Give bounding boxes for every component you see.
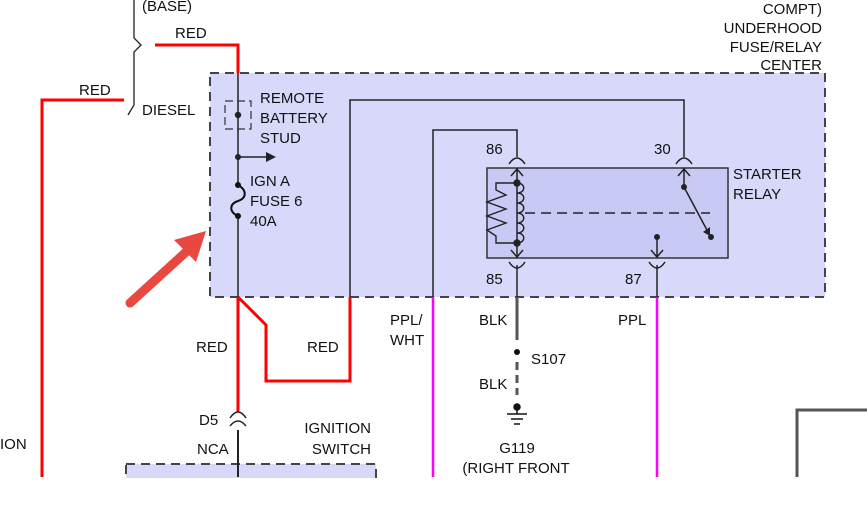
label-red-top: RED	[175, 25, 207, 42]
fuse-label: 40A	[250, 213, 277, 230]
label-base: (BASE)	[142, 0, 192, 15]
red-wires	[40, 43, 352, 477]
label-ppl-wht: PPL/	[390, 312, 423, 329]
red-arrow-icon	[125, 231, 206, 308]
connector-d5-icon	[229, 411, 247, 427]
remote-stud-label: STUD	[260, 130, 301, 147]
ignition-switch-label: SWITCH	[312, 441, 371, 458]
option-bracket	[127, 0, 142, 116]
label-d5: D5	[199, 412, 218, 429]
ground-label: G119	[499, 440, 535, 457]
remote-battery-stud-icon	[224, 100, 252, 130]
coil-icon	[484, 179, 710, 247]
fuse-label: FUSE 6	[250, 193, 303, 210]
label-diesel: DIESEL	[142, 102, 195, 119]
pin-86: 86	[486, 141, 503, 158]
ground-label: (RIGHT FRONT	[462, 460, 569, 477]
relay-label: STARTER	[733, 166, 802, 183]
ground-symbol-icon	[507, 403, 527, 425]
relay-label: RELAY	[733, 186, 781, 203]
label-ppl: PPL	[618, 312, 646, 329]
internal-wires	[237, 73, 685, 477]
label-s107: S107	[531, 351, 566, 368]
label-ppl-wht: WHT	[390, 332, 424, 349]
label-blk-1: BLK	[479, 312, 507, 329]
center-title-line: FUSE/RELAY	[730, 39, 822, 56]
arrow-right-icon	[266, 152, 276, 162]
label-ion: ION	[0, 436, 27, 453]
label-blk-2: BLK	[479, 376, 507, 393]
wire-red-left	[40, 98, 124, 477]
remote-stud-label: REMOTE	[260, 90, 324, 107]
label-red-left: RED	[79, 82, 111, 99]
label-red-below-1: RED	[196, 339, 228, 356]
ignition-switch-label: IGNITION	[304, 420, 371, 437]
pin-30: 30	[654, 141, 671, 158]
switch-contact-icon	[654, 184, 714, 240]
label-nca: NCA	[197, 441, 229, 458]
wire-red-top	[155, 43, 240, 73]
wire-red-loop	[236, 295, 352, 383]
fuse-label: IGN A	[250, 173, 290, 190]
center-title-line: COMPT)	[763, 1, 822, 18]
fuse-symbol-icon	[230, 182, 246, 219]
purple-wires	[431, 297, 659, 477]
center-title-line: UNDERHOOD	[724, 20, 823, 37]
adjacent-component-outline	[795, 408, 867, 477]
pin-85: 85	[486, 271, 503, 288]
label-red-below-2: RED	[307, 339, 339, 356]
remote-stud-label: BATTERY	[260, 110, 328, 127]
pin-87: 87	[625, 271, 642, 288]
center-title-line: CENTER	[760, 57, 822, 74]
